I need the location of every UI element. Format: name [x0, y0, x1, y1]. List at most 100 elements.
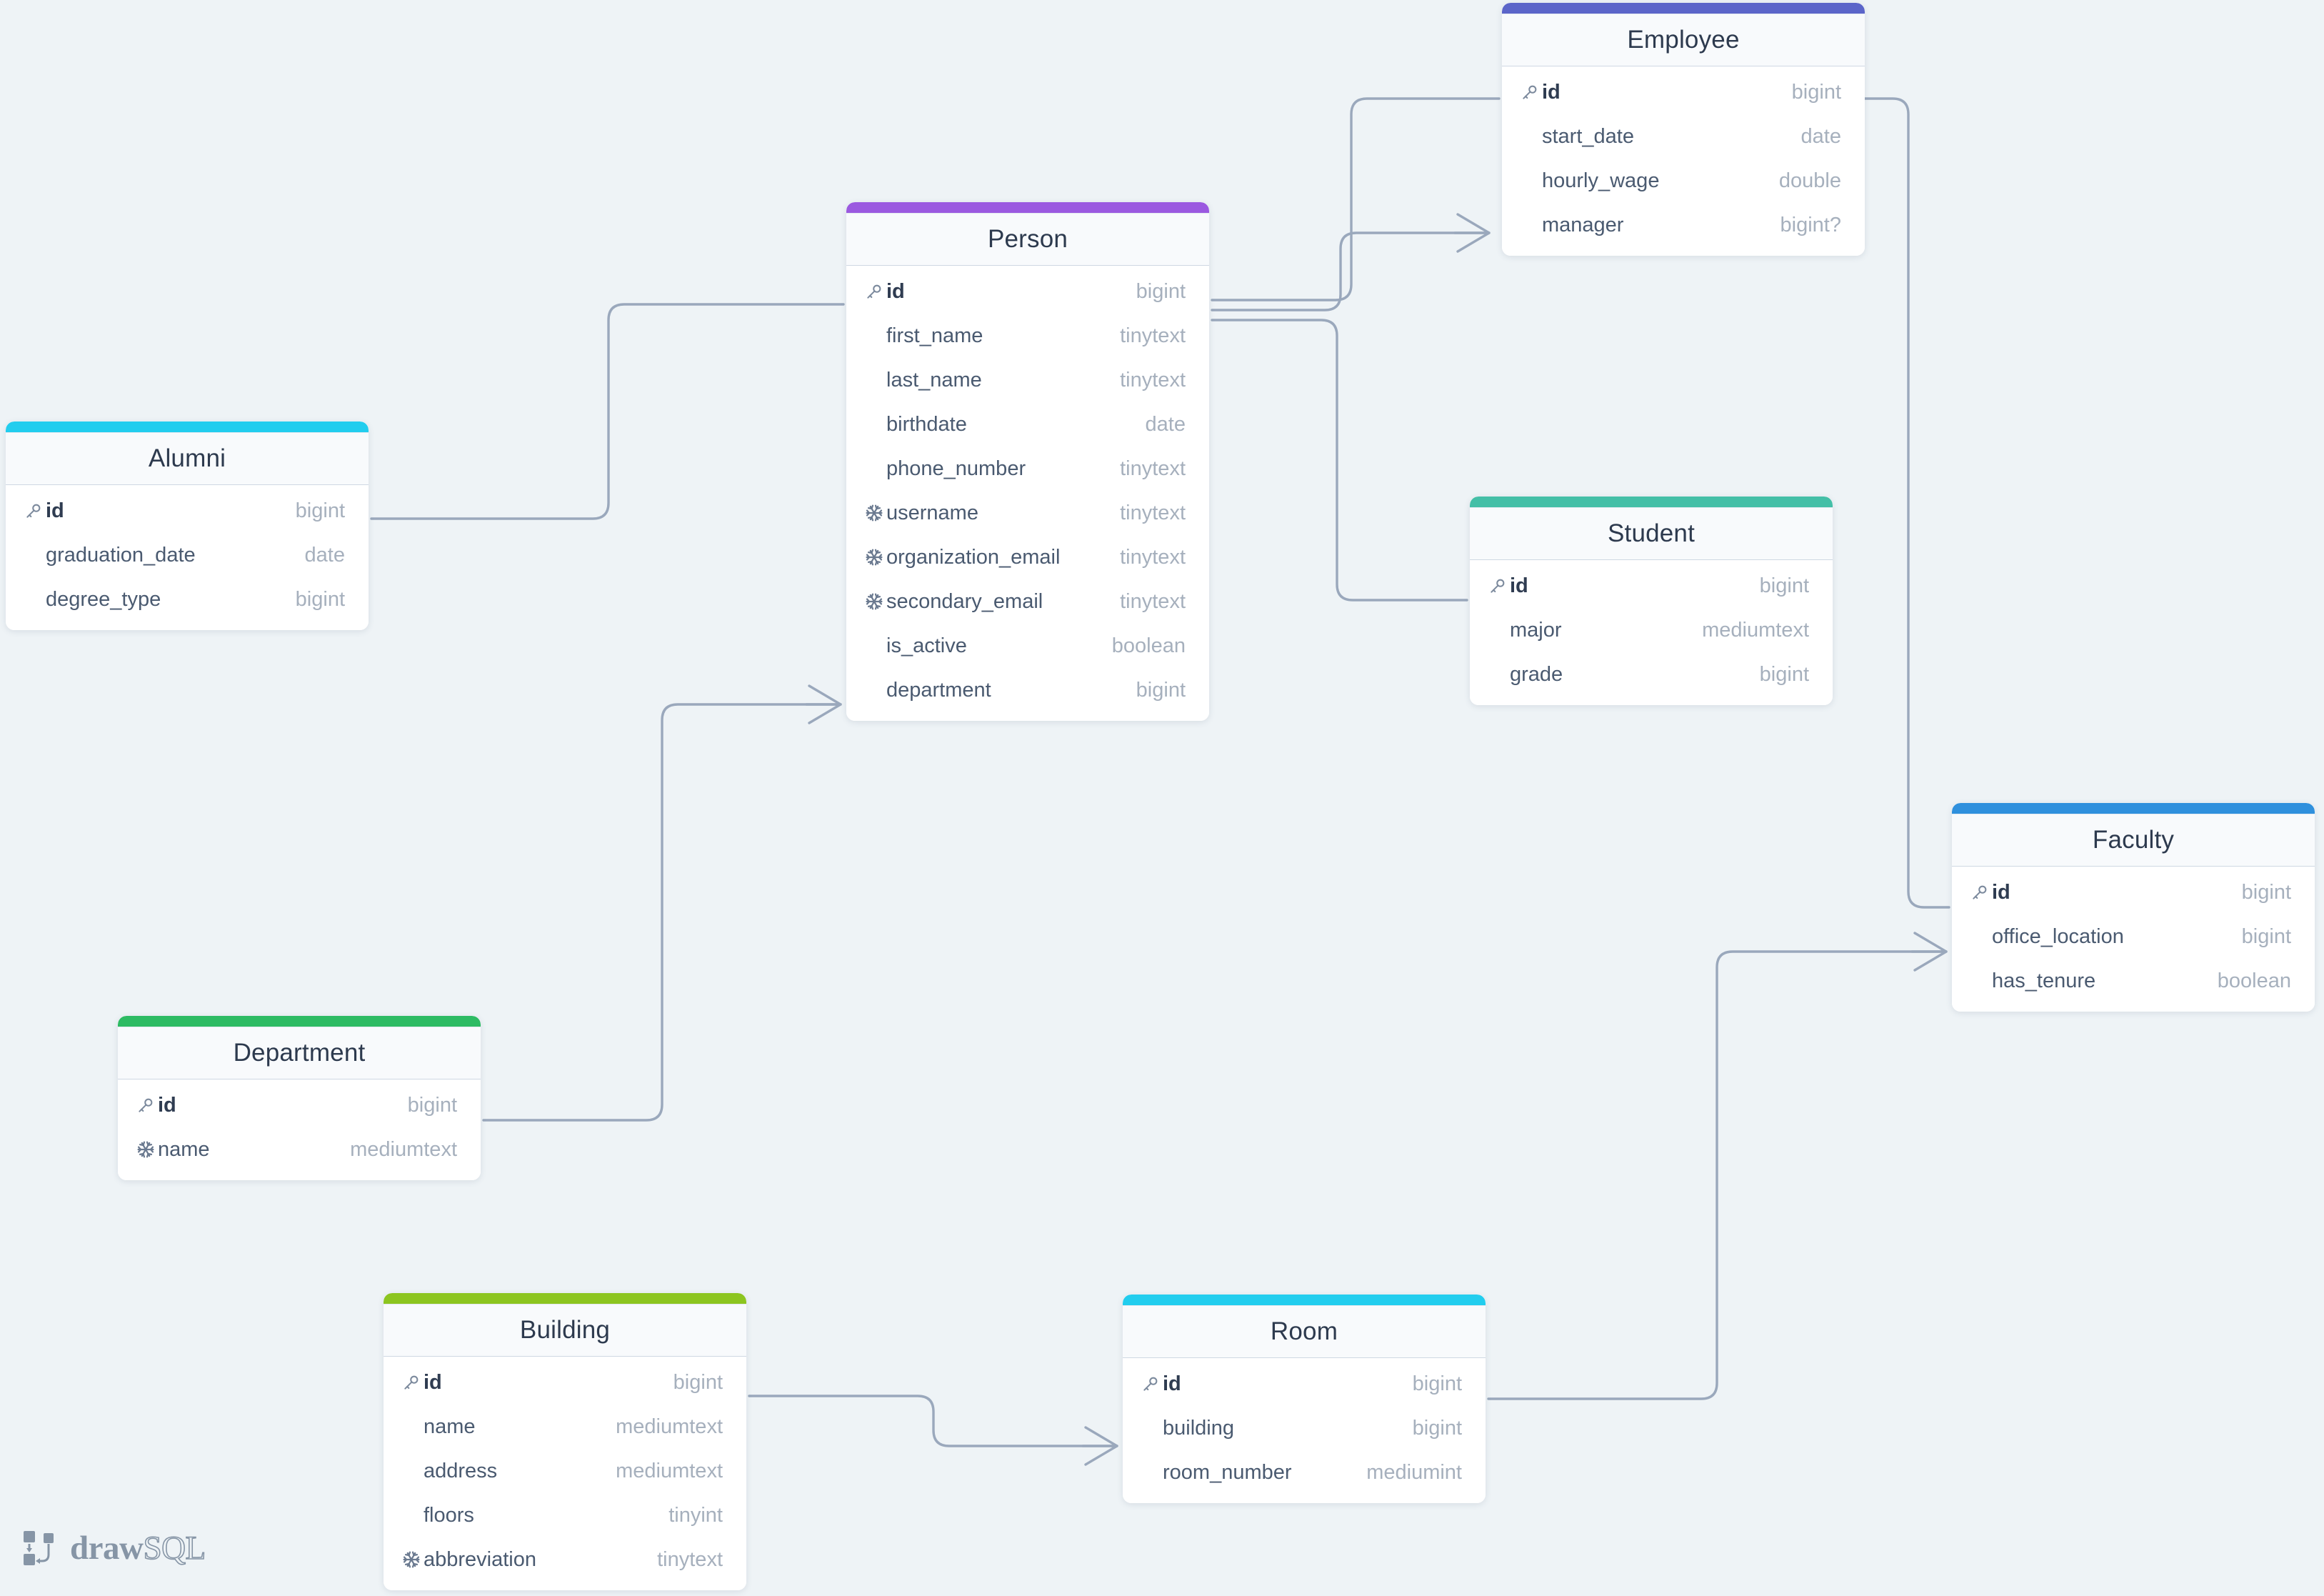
column-type: bigint — [2241, 924, 2291, 948]
column-type: date — [304, 543, 345, 567]
table-accent-bar-alumni — [6, 422, 369, 432]
column-type: date — [1145, 412, 1186, 436]
column-name: major — [1510, 618, 1562, 642]
column-name: name — [158, 1137, 210, 1161]
table-accent-bar-student — [1470, 497, 1833, 507]
column-name: graduation_date — [46, 543, 196, 567]
column-name: abbreviation — [424, 1547, 536, 1571]
table-accent-bar-person — [846, 202, 1209, 213]
column-row[interactable]: room_number mediumint — [1123, 1450, 1486, 1495]
column-name: id — [1510, 574, 1528, 597]
column-row[interactable]: start_date date — [1502, 114, 1865, 159]
column-type: tinytext — [1120, 457, 1186, 480]
column-type: bigint — [295, 499, 345, 522]
column-type: tinytext — [657, 1547, 723, 1571]
drawsql-logo: drawSQL — [21, 1529, 206, 1567]
column-row[interactable]: organization_email tinytext — [846, 535, 1209, 579]
column-row[interactable]: office_location bigint — [1952, 914, 2315, 959]
table-accent-bar-building — [384, 1293, 746, 1304]
column-name: id — [1542, 80, 1561, 104]
column-type: tinytext — [1120, 501, 1186, 524]
column-row[interactable]: id bigint — [1952, 870, 2315, 914]
crowsfoot-room-building — [1081, 1426, 1118, 1466]
column-type: date — [1800, 124, 1841, 148]
column-name: name — [424, 1415, 476, 1438]
snowflake-icon — [136, 1140, 158, 1159]
column-type: tinyint — [668, 1503, 723, 1527]
snowflake-icon — [865, 592, 886, 611]
table-title-building: Building — [384, 1304, 746, 1357]
edge-room-faculty — [1487, 950, 1948, 1400]
edge-alumni-person — [370, 303, 845, 520]
column-row[interactable]: name mediumtext — [384, 1405, 746, 1449]
column-row[interactable]: abbreviation tinytext — [384, 1537, 746, 1582]
column-type: bigint — [673, 1370, 723, 1394]
column-row[interactable]: graduation_date date — [6, 533, 369, 577]
column-name: organization_email — [886, 545, 1061, 569]
key-icon — [1141, 1375, 1163, 1393]
column-name: id — [1992, 880, 2010, 904]
table-accent-bar-room — [1123, 1295, 1486, 1305]
column-type: bigint — [1136, 279, 1186, 303]
column-name: start_date — [1542, 124, 1634, 148]
column-type: bigint — [1136, 678, 1186, 702]
column-name: manager — [1542, 213, 1624, 236]
edge-building-room — [748, 1395, 1118, 1447]
table-title-room: Room — [1123, 1305, 1486, 1358]
table-accent-bar-faculty — [1952, 803, 2315, 814]
column-name: room_number — [1163, 1460, 1292, 1484]
table-title-faculty: Faculty — [1952, 814, 2315, 867]
crowsfoot-employee-manager — [1453, 213, 1491, 253]
edge-person-employee-manager — [1211, 231, 1491, 311]
table-title-employee: Employee — [1502, 14, 1865, 66]
column-type: mediumtext — [616, 1459, 723, 1482]
column-type: bigint — [2241, 880, 2291, 904]
column-name: hourly_wage — [1542, 169, 1660, 192]
column-name: office_location — [1992, 924, 2124, 948]
column-type: mediumtext — [616, 1415, 723, 1438]
column-type: mediumint — [1366, 1460, 1462, 1484]
column-type: tinytext — [1120, 324, 1186, 347]
column-row[interactable]: name mediumtext — [118, 1127, 481, 1172]
table-card-faculty[interactable]: Faculty id bigint office_location bigint has_… — [1952, 803, 2315, 1012]
column-type: mediumtext — [350, 1137, 457, 1161]
column-type: tinytext — [1120, 545, 1186, 569]
key-icon — [1488, 577, 1510, 595]
drawsql-logo-mark — [24, 1531, 54, 1565]
